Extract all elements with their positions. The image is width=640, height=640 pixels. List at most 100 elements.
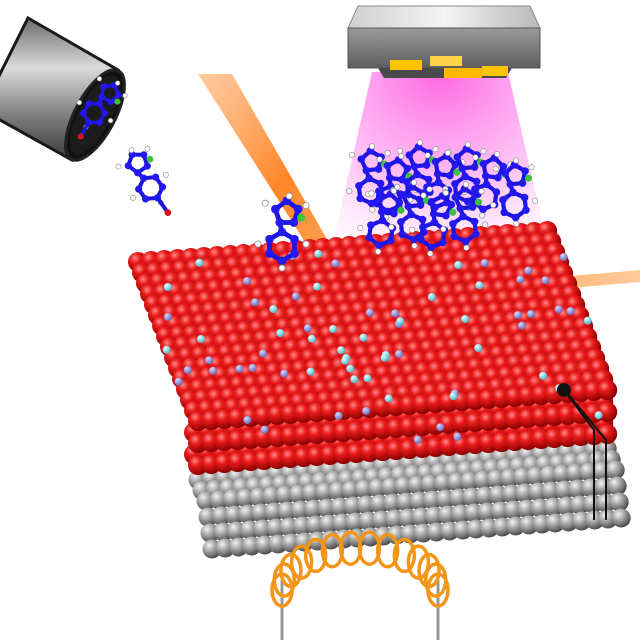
dopant-cyan-atom — [449, 392, 458, 401]
halogen-atom — [146, 155, 154, 163]
hydrogen-atom — [432, 146, 439, 153]
dopant-cyan-atom — [314, 249, 323, 258]
dopant-blue-atom — [391, 309, 399, 318]
carbon-atom — [506, 180, 515, 189]
coil-loop — [289, 544, 314, 580]
hydrogen-atom — [254, 240, 262, 248]
carbon-atom — [271, 204, 280, 214]
oxygen-atom — [77, 133, 84, 140]
carbon-atom — [418, 215, 427, 224]
carbon-atom — [449, 220, 457, 228]
dopant-blue-atom — [413, 435, 422, 444]
hydrogen-atom — [76, 99, 83, 106]
dopant-cyan-atom — [163, 283, 172, 291]
hydrogen-atom — [490, 202, 497, 209]
carbon-atom — [405, 151, 414, 159]
carbon-atom — [494, 173, 502, 182]
dopant-blue-atom — [365, 308, 374, 317]
carbon-atom — [451, 160, 460, 169]
carbon-atom — [482, 180, 491, 189]
hydrogen-atom — [427, 250, 434, 257]
dopant-blue-atom — [516, 275, 525, 284]
carbon-atom — [509, 188, 517, 197]
metal-atom — [609, 492, 629, 512]
coil-loop — [303, 537, 328, 574]
dopant-blue-atom — [453, 432, 462, 441]
dopant-cyan-atom — [359, 333, 368, 342]
dopant-blue-atom — [331, 259, 340, 268]
hydrogen-atom — [388, 224, 395, 231]
dopant-cyan-atom — [313, 282, 321, 291]
metal-atom — [607, 476, 627, 496]
molecule — [440, 181, 489, 251]
carbon-atom — [431, 157, 440, 166]
carbon-atom — [158, 183, 167, 191]
lamp-elements — [390, 56, 508, 78]
carbon-atom — [499, 162, 508, 171]
dopant-blue-atom — [251, 298, 259, 307]
hydrogen-atom — [384, 150, 391, 157]
dopant-blue-atom — [291, 292, 300, 301]
dopant-cyan-atom — [306, 367, 315, 376]
carbon-atom — [374, 165, 383, 173]
dopant-cyan-atom — [475, 281, 484, 290]
carbon-atom — [362, 166, 371, 175]
substrate-slab — [128, 221, 631, 559]
carbon-atom — [265, 249, 274, 258]
oxide-surface-layer — [128, 221, 618, 475]
carbon-atom — [471, 185, 479, 193]
carbon-atom — [277, 227, 287, 237]
dopant-cyan-atom — [396, 317, 405, 326]
hydrogen-atom — [107, 117, 114, 124]
cylinder-doser-icon — [0, 15, 126, 163]
carbon-atom — [403, 164, 412, 173]
carbon-atom — [100, 83, 108, 90]
hydrogen-atom — [368, 190, 375, 197]
carbon-atom — [377, 208, 386, 216]
dopant-cyan-atom — [197, 335, 205, 343]
halogen-atom — [114, 98, 121, 105]
carbon-atom — [140, 174, 148, 182]
hydrogen-atom — [513, 157, 520, 164]
carbon-atom — [383, 161, 392, 170]
metal-atom — [611, 508, 631, 528]
hydrogen-atom — [479, 212, 486, 219]
dopant-blue-atom — [209, 366, 217, 375]
carbon-atom — [429, 210, 438, 218]
heater-coil-icon — [270, 530, 450, 640]
carbon-atom — [481, 172, 490, 180]
carbon-atom — [479, 159, 488, 168]
dopant-blue-atom — [524, 266, 533, 275]
carbon-atom — [453, 153, 462, 161]
carbon-atom — [365, 174, 373, 183]
dopant-blue-atom — [527, 310, 535, 318]
hydrogen-atom — [115, 80, 121, 86]
hydrogen-atom — [375, 248, 382, 255]
oxygen-atom — [597, 402, 618, 422]
carbon-atom — [98, 93, 105, 101]
dopant-blue-atom — [205, 356, 213, 365]
carbon-atom — [433, 170, 442, 178]
carbon-atom — [376, 179, 385, 188]
carbon-atom — [456, 204, 465, 213]
dopant-cyan-atom — [594, 411, 603, 420]
hydrogen-atom — [532, 197, 539, 204]
dopant-blue-atom — [243, 277, 251, 285]
halogen-atom — [524, 174, 533, 182]
hydrogen-atom — [494, 151, 501, 158]
carbon-atom — [479, 205, 487, 214]
carbon-atom — [458, 164, 467, 173]
hydrogen-atom — [528, 164, 535, 171]
carbon-atom — [101, 109, 109, 117]
dopant-blue-atom — [566, 307, 575, 315]
carbon-atom — [124, 162, 132, 170]
dopant-cyan-atom — [341, 356, 349, 365]
carbon-atom — [409, 235, 418, 244]
carbon-atom — [357, 155, 366, 163]
carbon-atom — [419, 223, 427, 231]
carbon-atom — [430, 218, 439, 227]
carbon-atom — [289, 218, 299, 227]
carbon-atom — [390, 209, 398, 218]
carbon-atom — [290, 249, 299, 258]
carbon-atom — [140, 151, 148, 159]
